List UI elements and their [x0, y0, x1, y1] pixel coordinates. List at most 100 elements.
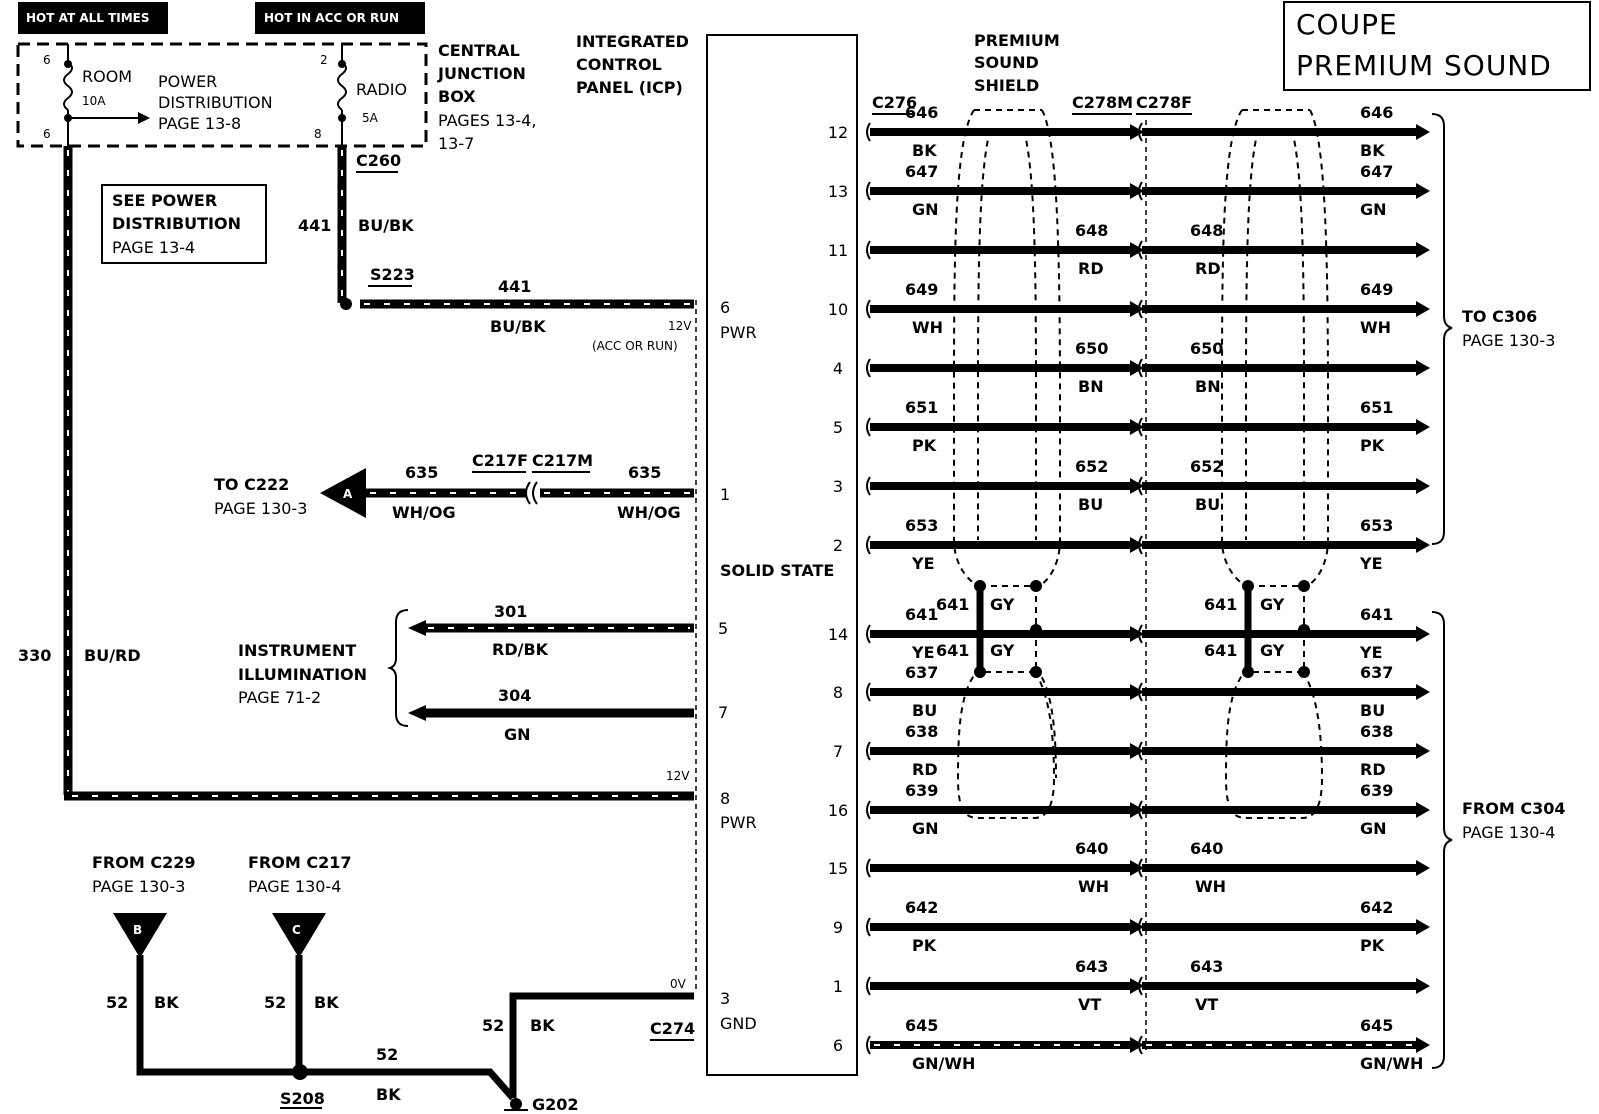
integrated-control-panel: INTEGRATED CONTROL PANEL (ICP) SOLID STA…	[576, 32, 858, 1076]
wire-label-num: 637	[1360, 663, 1393, 682]
wire-label-color: BU	[1195, 495, 1220, 514]
wire-label-color: BU	[1360, 701, 1385, 720]
wire-arrow	[1130, 802, 1144, 818]
svg-text:GN: GN	[504, 725, 531, 744]
svg-text:S208: S208	[280, 1089, 325, 1108]
wire-label-color: WH	[912, 318, 943, 337]
wire-arrow	[1130, 124, 1144, 140]
svg-text:G202: G202	[532, 1095, 579, 1114]
svg-text:C217M: C217M	[532, 451, 593, 470]
wire-arrow	[1416, 684, 1430, 700]
wire-label-color: WH	[1078, 877, 1109, 896]
wire-label-color: BN	[1078, 377, 1104, 396]
icp-pin-4: 4	[833, 359, 843, 378]
wire-label-color: YE	[1359, 643, 1383, 662]
brace-from-c304	[1431, 611, 1453, 1069]
svg-text:BU/BK: BU/BK	[358, 216, 414, 235]
title-line1: COUPE	[1296, 8, 1398, 41]
wire-label-color: VT	[1078, 995, 1101, 1014]
wire-arrow	[1130, 360, 1144, 376]
svg-text:GND: GND	[720, 1014, 757, 1033]
svg-text:8: 8	[720, 789, 730, 808]
svg-text:2: 2	[320, 53, 328, 67]
radio-fuse-amp: 5A	[362, 111, 379, 125]
wire-arrow	[1130, 183, 1144, 199]
wire-arrow	[1416, 978, 1430, 994]
svg-text:SEE POWER: SEE POWER	[112, 191, 217, 210]
wire-label-color: GN/WH	[912, 1054, 975, 1073]
wire-label-num: 647	[1360, 162, 1393, 181]
svg-text:S223: S223	[370, 265, 415, 284]
wire-arrow	[1416, 301, 1430, 317]
svg-text:330: 330	[18, 646, 51, 665]
hot-at-all-times-tag: HOT AT ALL TIMES	[18, 2, 168, 34]
svg-text:(ACC OR RUN): (ACC OR RUN)	[592, 339, 678, 353]
svg-text:DISTRIBUTION: DISTRIBUTION	[112, 214, 241, 233]
wire-label-color: RD	[912, 760, 938, 779]
wire-label-num: 646	[905, 103, 938, 122]
svg-text:TO C306: TO C306	[1462, 307, 1537, 326]
svg-text:0V: 0V	[670, 977, 687, 991]
svg-text:C274: C274	[650, 1019, 695, 1038]
premium-sound-shield: 641 GY 641 GY 641 GY 641 GY	[936, 109, 1329, 819]
solid-state-label: SOLID STATE	[720, 561, 834, 580]
icp-pin-2: 2	[833, 536, 843, 555]
wire-label-color: WH	[1195, 877, 1226, 896]
title-block: COUPE PREMIUM SOUND	[1283, 1, 1591, 91]
wire-label-num: 642	[1360, 898, 1393, 917]
svg-text:PWR: PWR	[720, 813, 757, 832]
svg-text:ILLUMINATION: ILLUMINATION	[238, 665, 367, 684]
wire-arrow	[1130, 978, 1144, 994]
wire-arrow	[1130, 242, 1144, 258]
wire-arrow	[1416, 860, 1430, 876]
svg-text:WH/OG: WH/OG	[392, 503, 456, 522]
svg-text:SHIELD: SHIELD	[974, 76, 1039, 95]
svg-text:BK: BK	[314, 993, 339, 1012]
svg-text:BU/RD: BU/RD	[84, 646, 141, 665]
wire-label-num: 643	[1075, 957, 1108, 976]
room-fuse-label: ROOM	[82, 67, 132, 86]
svg-text:FROM C217: FROM C217	[248, 853, 351, 872]
wire-arrow	[1130, 684, 1144, 700]
svg-text:6: 6	[43, 127, 51, 141]
wire-arrow	[1416, 242, 1430, 258]
left-circuits: C260 441 BU/BK S223 441 BU/BK 12V (ACC O…	[18, 146, 695, 1114]
wire-label-num: 639	[905, 781, 938, 800]
svg-text:PAGE 130-4: PAGE 130-4	[248, 877, 341, 896]
wire-label-color: YE	[911, 554, 935, 573]
wire-label-color: RD	[1360, 760, 1386, 779]
svg-text:PAGE 71-2: PAGE 71-2	[238, 688, 321, 707]
svg-text:GY: GY	[990, 595, 1015, 614]
wire-label-color: GN	[912, 819, 939, 838]
wire-arrow	[1130, 860, 1144, 876]
wire-label-num: 648	[1190, 221, 1223, 240]
wire-label-num: 649	[1360, 280, 1393, 299]
svg-text:PWR: PWR	[720, 323, 757, 342]
splice-s208	[292, 1064, 308, 1080]
wire-52-gnd	[509, 992, 694, 1098]
wire-label-num: 652	[1075, 457, 1108, 476]
wire-arrow	[1416, 124, 1430, 140]
svg-text:INTEGRATED: INTEGRATED	[576, 32, 689, 51]
svg-text:C217F: C217F	[472, 451, 528, 470]
svg-text:5: 5	[718, 619, 728, 638]
wire-52-b	[136, 955, 300, 1076]
svg-text:BK: BK	[154, 993, 179, 1012]
ground-g202	[510, 1098, 522, 1110]
svg-text:441: 441	[298, 216, 331, 235]
svg-text:BOX: BOX	[438, 87, 476, 106]
svg-text:52: 52	[482, 1016, 504, 1035]
icp-pin-7: 7	[833, 742, 843, 761]
wire-label-num: 637	[905, 663, 938, 682]
wire-label-num: 640	[1075, 839, 1108, 858]
splice-s223	[340, 298, 352, 310]
wire-label-num: 641	[905, 605, 938, 624]
svg-text:635: 635	[628, 463, 661, 482]
wire-arrow	[1416, 537, 1430, 553]
svg-text:PREMIUM: PREMIUM	[974, 31, 1060, 50]
svg-text:PAGES 13-4,: PAGES 13-4,	[438, 111, 536, 130]
